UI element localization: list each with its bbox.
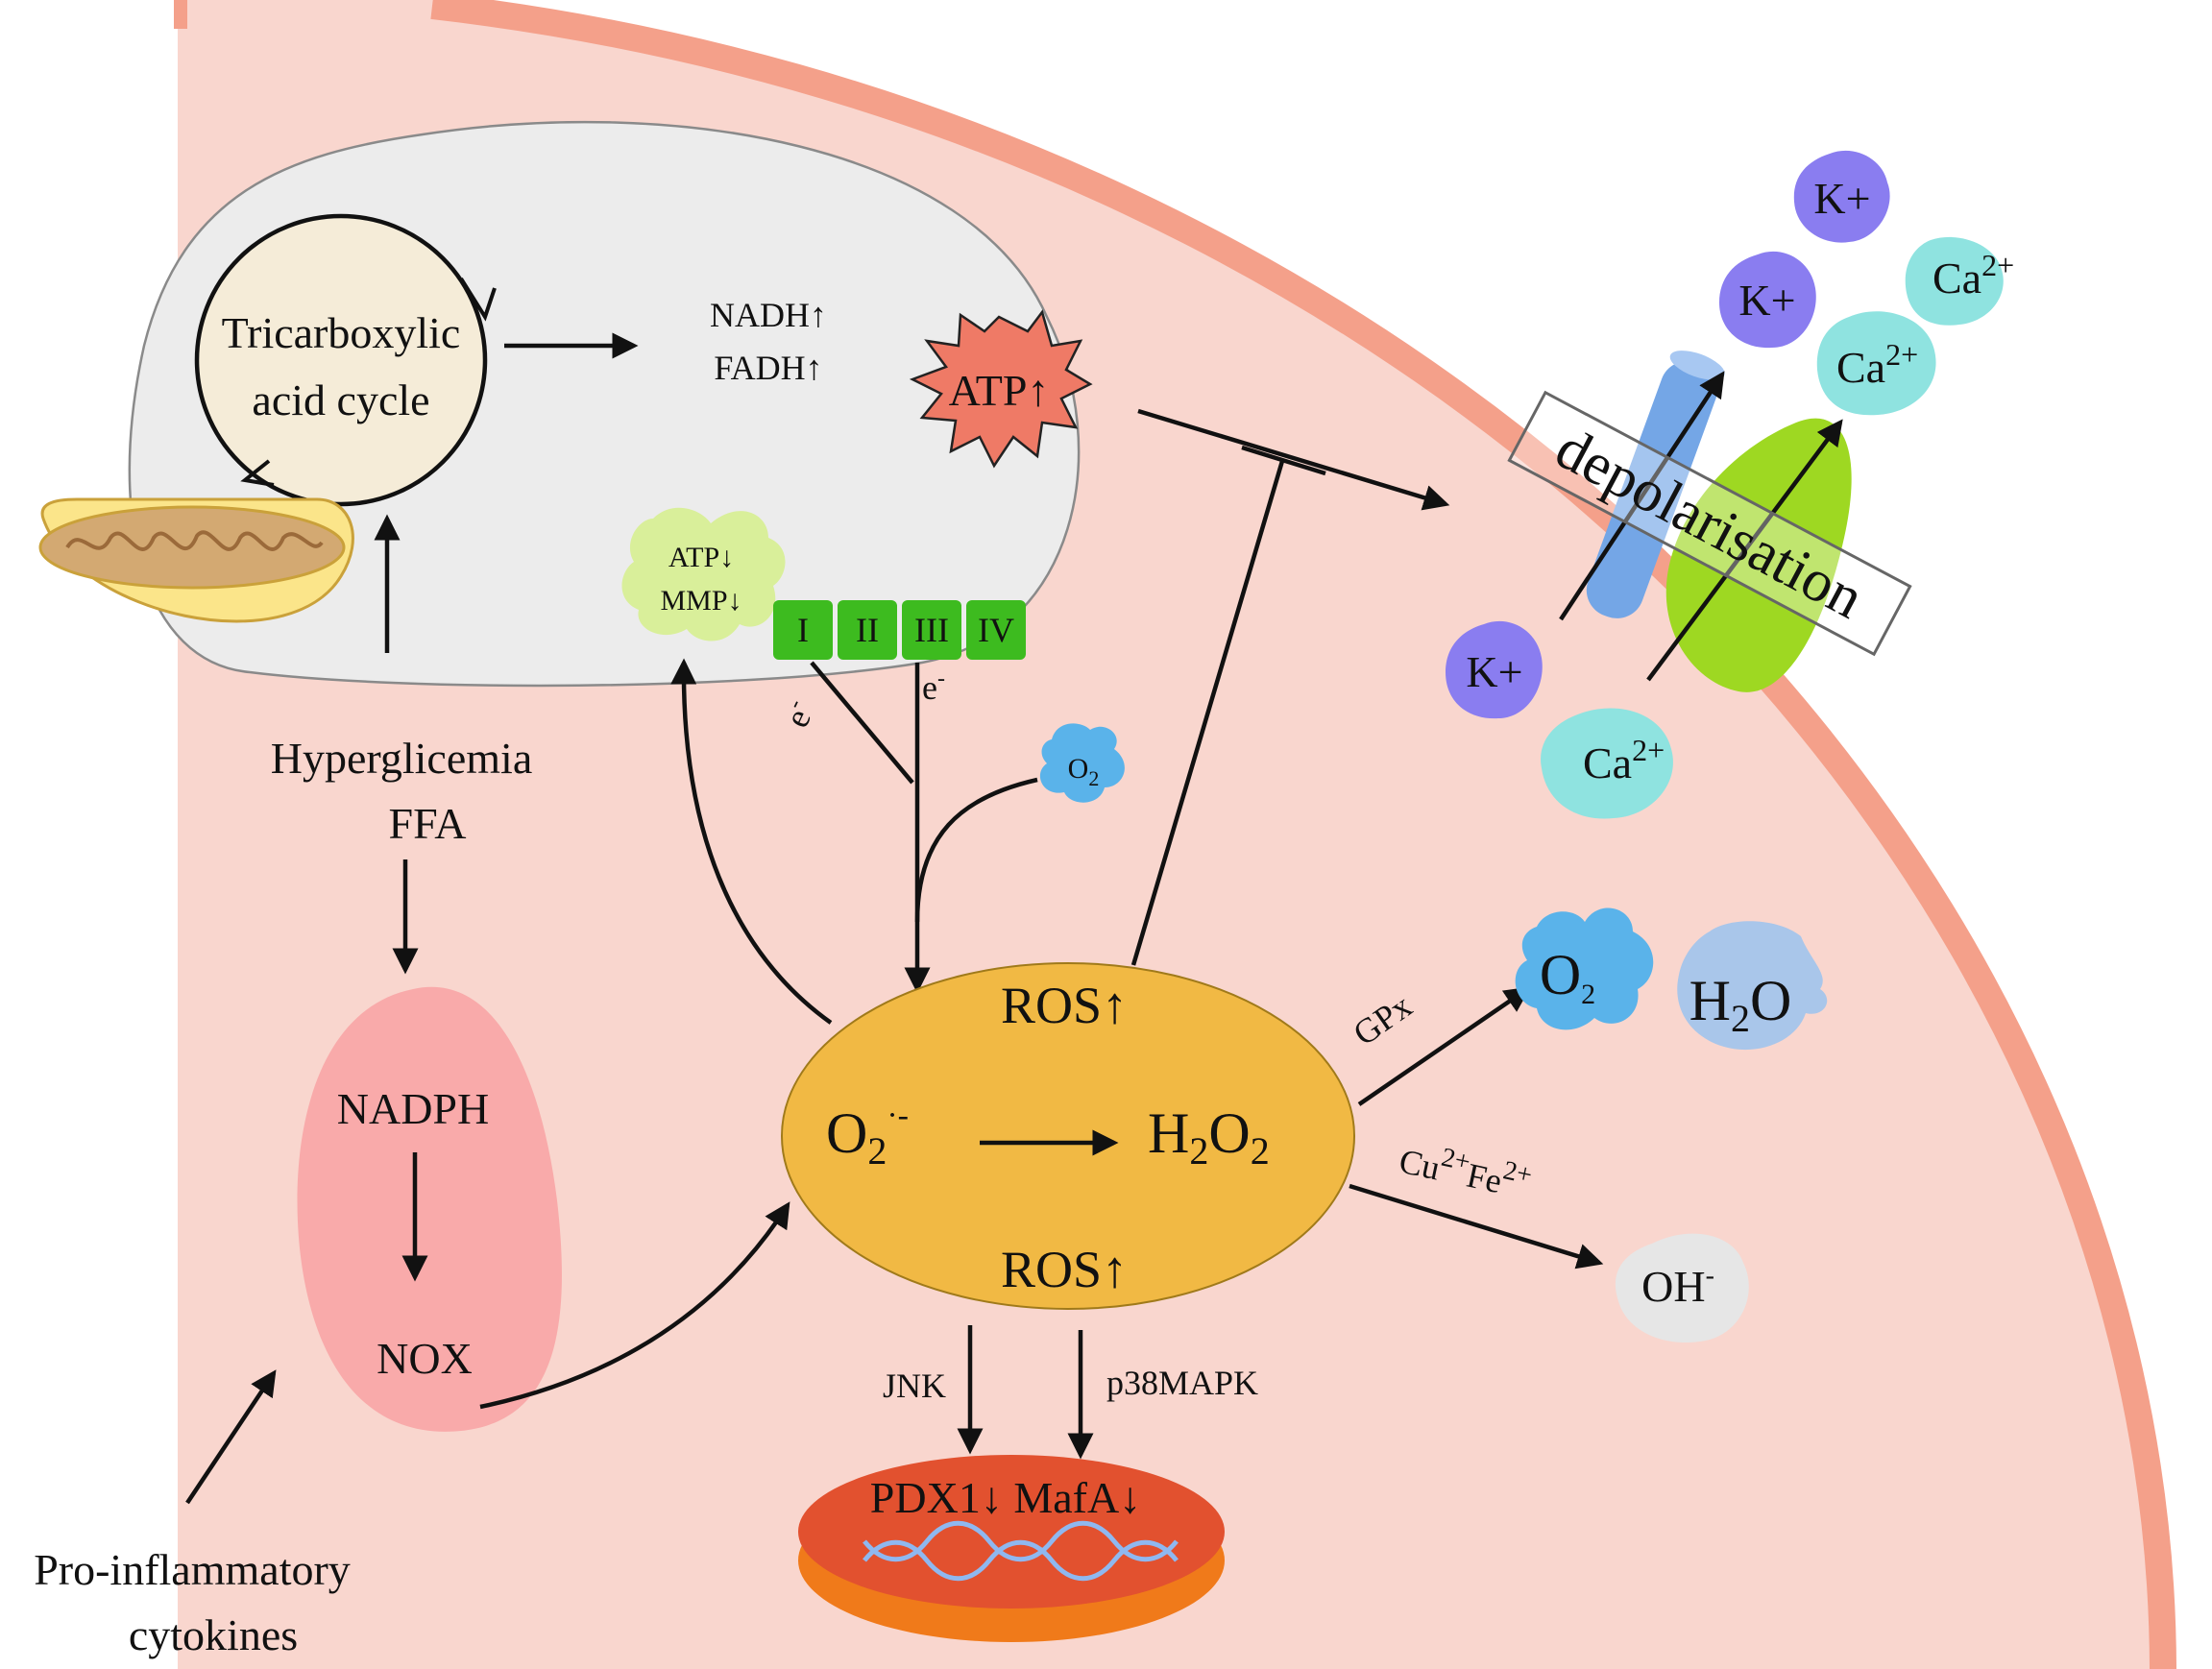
k-ion-3-label: K+ [1466, 647, 1522, 696]
nucleus: PDX1↓ MafA↓ [798, 1455, 1225, 1642]
dna-helix-icon [863, 1520, 1179, 1582]
complex-iii-label: III [914, 611, 949, 649]
k-ion-2-label: K+ [1738, 276, 1795, 325]
complex-i [773, 600, 833, 660]
ca-ion-2-label: Ca2+ [1836, 337, 1918, 392]
nox-label: NOX [377, 1334, 473, 1383]
cytokines-to-nox-arrow [185, 1369, 277, 1505]
complex-ii-label: II [856, 611, 879, 649]
ros-inhibition-bar [1241, 445, 1326, 476]
ca-ion-3 [1541, 708, 1673, 819]
calcium-channel-icon [1665, 418, 1852, 692]
ros-to-atp-down-arrow [670, 658, 833, 1025]
mmp-down-label: MMP↓ [660, 585, 741, 617]
o2-small-label: O2 [1068, 753, 1100, 790]
electron-leak-line-1 [810, 661, 914, 785]
ros-bottom-label: ROS↑ [1001, 1241, 1128, 1298]
dna-strand-1 [863, 1520, 1179, 1562]
atp-up-starburst [909, 309, 1093, 469]
nadph-label: NADPH [337, 1084, 489, 1133]
fadh-label: FADH↑ [714, 349, 822, 387]
pro-inflammatory-label-line1: Pro-inflammatory [34, 1545, 351, 1594]
mitochondrion-icon [38, 497, 354, 623]
complex-iii [902, 600, 961, 660]
k-channel-body [1586, 361, 1718, 618]
ca-ion-3-label: Ca2+ [1583, 733, 1665, 787]
ca-ion-1 [1905, 236, 2004, 326]
ffa-label: FFA [389, 799, 467, 848]
complex-i-label: I [797, 611, 809, 649]
superoxide-label: O2·- [826, 1098, 909, 1173]
ca-ion-2 [1816, 311, 1936, 416]
nox-body [297, 986, 562, 1432]
gpx-arrow [1357, 986, 1531, 1106]
pdx1-mafa-label: PDX1↓ MafA↓ [870, 1473, 1141, 1522]
h2o-label: H2O [1689, 969, 1792, 1040]
hyperglycemia-label: Hyperglicemia [271, 734, 533, 783]
electron-label-2: e- [922, 666, 945, 707]
o2-big-blob [1515, 907, 1654, 1030]
tca-cycle-circle [194, 213, 488, 507]
tca-label-line1: Tricarboxylic [222, 308, 461, 357]
atp-mmp-down-blob [621, 507, 786, 641]
tca-label-line2: acid cycle [252, 375, 429, 424]
fenton-arrow [1349, 1183, 1604, 1270]
o2-big-label: O2 [1540, 943, 1595, 1010]
complex-iv-label: IV [978, 611, 1014, 649]
nadh-label: NADH↑ [710, 296, 827, 334]
k-efflux-arrow [1559, 371, 1725, 621]
k-ion-1 [1793, 150, 1890, 243]
atp-up-label: ATP↑ [949, 366, 1050, 415]
oh-blob [1615, 1233, 1749, 1343]
complex-ii [838, 600, 897, 660]
ca-ion-1-label: Ca2+ [1932, 248, 2014, 302]
k-ion-2 [1719, 251, 1816, 349]
h2o2-label: H2O2 [1148, 1101, 1270, 1173]
ros-ellipse [781, 962, 1355, 1310]
h2o-blob [1677, 921, 1828, 1051]
depolarisation-frame [1507, 390, 1912, 657]
jnk-label: JNK [883, 1367, 946, 1405]
electron-transport-chain: I II III IV [773, 600, 1026, 660]
o2-small-blob [1039, 723, 1125, 803]
ros-inhibition-line [1130, 460, 1285, 966]
ca-channel-body [1665, 418, 1852, 692]
tca-cycle-arrow-bottom [240, 459, 275, 487]
dna-strand-2 [863, 1539, 1179, 1582]
oh-label: OH- [1641, 1261, 1714, 1311]
atp-down-label: ATP↓ [668, 542, 734, 573]
nucleus-top [798, 1455, 1225, 1609]
cu-fe-label: Cu2+Fe2+ [1396, 1134, 1535, 1207]
complex-iv [966, 600, 1026, 660]
k-ion-1-label: K+ [1813, 174, 1870, 223]
ros-top-label: ROS↑ [1001, 977, 1128, 1034]
mitochondrion-cristae [65, 530, 324, 551]
ca-influx-arrow [1646, 419, 1843, 682]
atp-to-depolarisation-arrow [1137, 408, 1450, 511]
cytokines-label-line2: cytokines [129, 1610, 298, 1659]
k-ion-3 [1446, 620, 1543, 719]
p38mapk-label: p38MAPK [1106, 1364, 1258, 1402]
nox-to-ros-arrow [479, 1201, 790, 1410]
o2-to-ros-arrow [914, 777, 1038, 923]
tca-cycle-arrow-top [459, 277, 497, 322]
